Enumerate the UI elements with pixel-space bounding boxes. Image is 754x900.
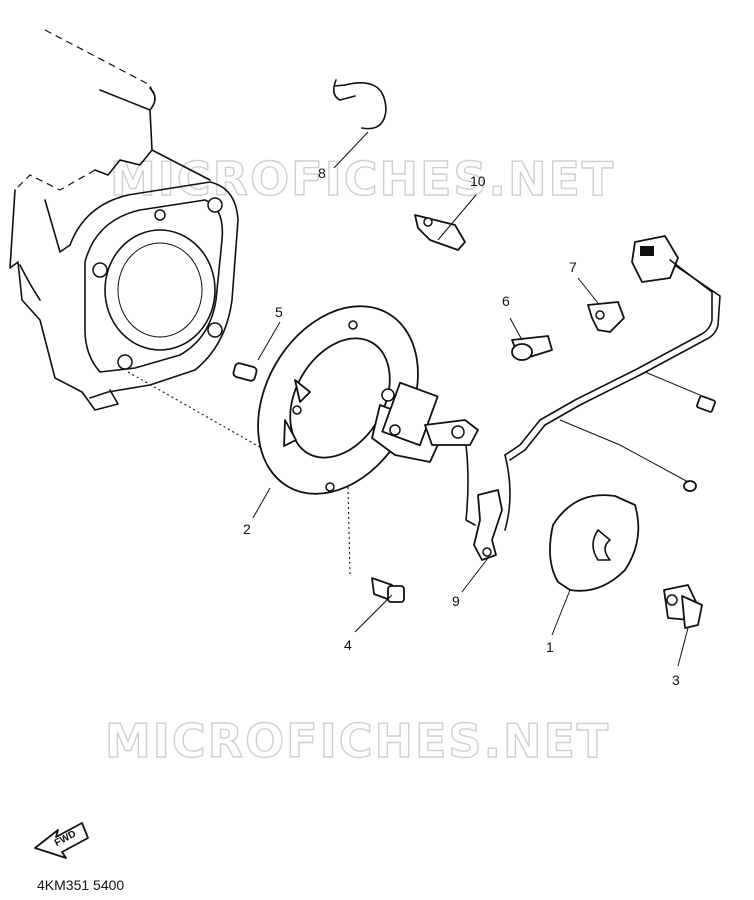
- callout-1: 1: [546, 639, 554, 655]
- part-cover-plate: [549, 494, 640, 592]
- callout-4: 4: [344, 637, 352, 653]
- watermark-top: MICROFICHES.NET: [110, 152, 615, 206]
- callout-10: 10: [470, 173, 486, 189]
- part-dowel-pin: [232, 362, 258, 382]
- fwd-arrow: FWD: [34, 822, 89, 859]
- callout-9: 9: [452, 593, 460, 609]
- leader-lines: [252, 131, 689, 667]
- callout-7: 7: [569, 259, 577, 275]
- callout-6: 6: [502, 293, 510, 309]
- callout-2: 2: [243, 521, 251, 537]
- part-pickup-coil: [371, 381, 479, 463]
- alignment-line-plate: [127, 371, 331, 488]
- watermark-bottom: MICROFICHES.NET: [105, 714, 610, 768]
- part-small-bolt: [371, 577, 405, 603]
- crankcase-outline: [9, 29, 239, 411]
- part-cable-clip: [587, 301, 625, 333]
- part-stator-plate: [257, 305, 419, 495]
- alignment-line-bolt: [347, 486, 351, 576]
- callout-3: 3: [672, 672, 680, 688]
- callout-8: 8: [318, 165, 326, 181]
- part-circlip: [332, 79, 387, 130]
- wire-harness: [504, 235, 721, 492]
- callout-5: 5: [275, 304, 283, 320]
- diagram-code: 4KM351 5400: [37, 877, 124, 893]
- part-flange-bolt: [663, 584, 703, 629]
- part-bracket: [465, 444, 511, 561]
- part-cable-holder: [511, 335, 553, 361]
- part-clamp: [414, 214, 466, 251]
